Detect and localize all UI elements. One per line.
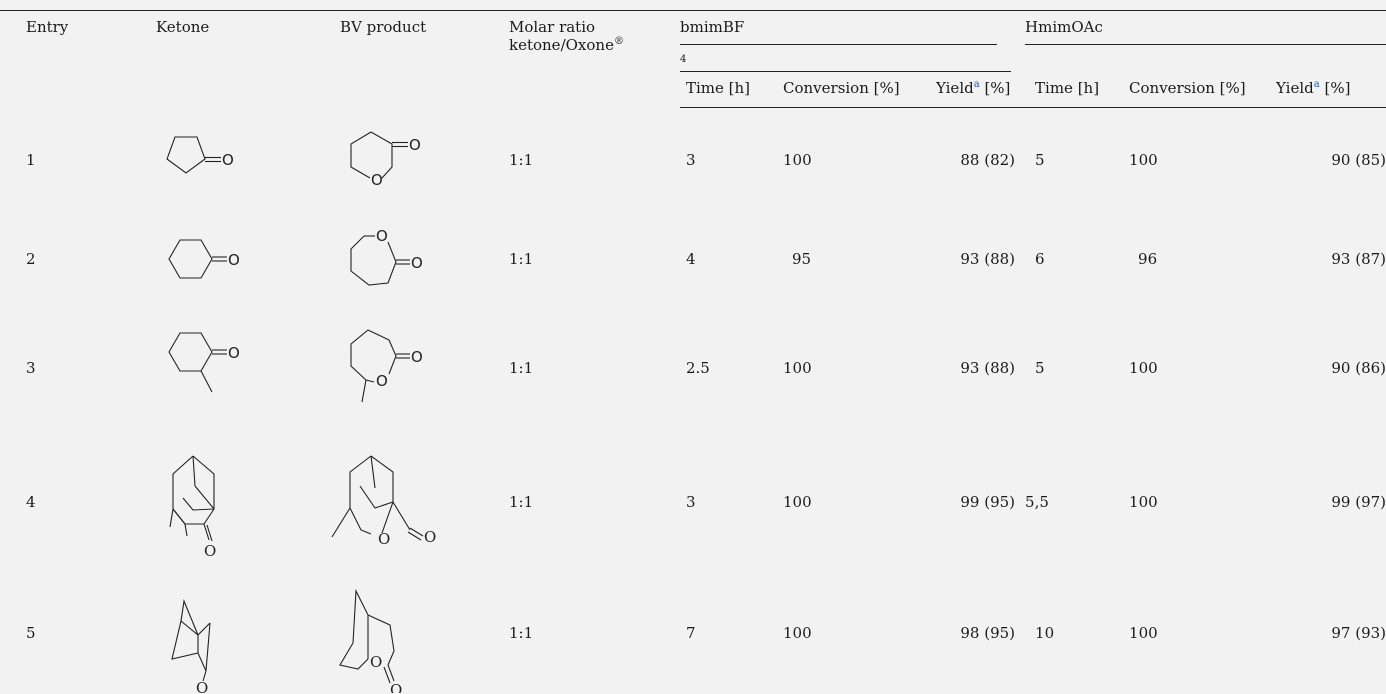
yield-2-cell: 97 (93) <box>1331 624 1386 642</box>
conversion-2-cell: 100 <box>1129 624 1158 642</box>
header-yield-2: Yielda [%] <box>1276 72 1386 108</box>
ketone-cell: O <box>118 108 298 213</box>
epsilon-caprolactone-structure: O O <box>350 227 423 286</box>
product-cell: O O <box>298 573 503 694</box>
yield-1-cell: 88 (82) <box>960 151 1016 170</box>
table-row: 3 O O O 1:1 2.5 <box>0 306 1386 431</box>
ketone-cell: O <box>118 213 298 306</box>
entry-cell: 4 <box>26 492 36 511</box>
ketone-cell: O <box>118 573 298 694</box>
table-row: 4 O <box>0 431 1386 573</box>
time-2-cell: 6 <box>1035 250 1045 268</box>
yield-1-cell: 93 (88) <box>960 359 1016 377</box>
conversion-1-cell: 100 <box>783 492 812 511</box>
entry-cell: 1 <box>26 151 36 169</box>
svg-text:O: O <box>370 653 382 671</box>
conversion-2-cell: 100 <box>1129 359 1158 377</box>
2-methylcyclohexanone-structure: O <box>168 332 240 393</box>
svg-text:O: O <box>411 348 423 366</box>
yield-2-cell: 93 (87) <box>1331 250 1386 268</box>
yield-2-cell: 99 (97) <box>1331 492 1386 511</box>
delta-valerolactone-structure: O O <box>350 131 421 189</box>
header-molar-ratio: Molar ratio ketone/Oxone® <box>509 18 624 54</box>
time-1-cell: 3 <box>686 492 696 511</box>
entry-cell: 5 <box>26 624 36 642</box>
norcamphor-structure: O <box>171 598 211 693</box>
conversion-1-cell: 100 <box>783 151 812 170</box>
product-cell: O O <box>298 431 503 573</box>
header-yield-1: Yielda [%] <box>922 72 1026 108</box>
entry-cell: 2 <box>26 250 36 268</box>
svg-text:O: O <box>228 251 240 269</box>
time-1-cell: 3 <box>686 151 696 170</box>
results-table: Entry Ketone BV product Molar ratio keto… <box>0 11 1386 694</box>
svg-text:O: O <box>222 151 234 169</box>
cyclopentanone-structure: O <box>166 136 234 174</box>
conversion-2-cell: 96 <box>1138 250 1158 268</box>
svg-text:O: O <box>371 171 383 189</box>
entry-cell: 3 <box>26 359 36 377</box>
svg-text:O: O <box>378 530 390 548</box>
time-1-cell: 7 <box>686 624 696 642</box>
time-2-cell: 5 <box>1035 359 1045 377</box>
cyclohexanone-structure: O <box>168 239 240 279</box>
time-2-cell: 5,5 <box>1025 492 1049 511</box>
yield-1-cell: 99 (95) <box>960 492 1016 511</box>
yield-2-cell: 90 (85) <box>1331 151 1386 170</box>
yield-2-cell: 90 (86) <box>1331 359 1386 377</box>
bicyclic-lactone-structure: O O <box>339 588 402 693</box>
table-row: 2 O O O 1:1 4 95 <box>0 213 1386 306</box>
svg-text:O: O <box>376 227 388 245</box>
caption-strip <box>0 0 1386 11</box>
ratio-cell: 1:1 <box>509 492 534 511</box>
header-group-hmimoac: HmimOAc <box>1025 11 1386 72</box>
yield-1-cell: 98 (95) <box>960 624 1016 642</box>
header-conversion-1: Conversion [%] <box>773 72 922 108</box>
svg-text:O: O <box>390 681 402 693</box>
time-1-cell: 2.5 <box>686 359 710 377</box>
ratio-cell: 1:1 <box>509 624 534 642</box>
header-conversion-2: Conversion [%] <box>1115 72 1277 108</box>
header-bv-product: BV product <box>340 18 427 36</box>
ketone-cell: O <box>118 306 298 431</box>
svg-text:O: O <box>204 542 216 560</box>
conversion-2-cell: 100 <box>1129 151 1158 170</box>
table-row: 1 O O O 1:1 3 100 88 (82) <box>0 108 1386 213</box>
ratio-cell: 1:1 <box>509 359 534 377</box>
time-1-cell: 4 <box>686 250 696 268</box>
svg-text:O: O <box>409 136 421 154</box>
conversion-2-cell: 100 <box>1129 492 1158 511</box>
product-cell: O O <box>298 213 503 306</box>
methyl-caprolactone-structure: O O <box>350 329 423 403</box>
product-cell: O O <box>298 306 503 431</box>
header-ketone: Ketone <box>156 18 210 36</box>
adamantanone-structure: O <box>169 455 216 560</box>
svg-text:O: O <box>196 679 208 693</box>
svg-text:O: O <box>376 372 388 390</box>
svg-text:O: O <box>424 528 436 546</box>
time-2-cell: 10 <box>1035 624 1055 642</box>
conversion-1-cell: 100 <box>783 359 812 377</box>
header-time-1: Time [h] <box>680 72 773 108</box>
ratio-cell: 1:1 <box>509 250 534 268</box>
conversion-1-cell: 95 <box>792 250 812 268</box>
conversion-1-cell: 100 <box>783 624 812 642</box>
table-row: 5 O O O <box>0 573 1386 694</box>
header-entry: Entry <box>26 18 69 36</box>
svg-text:O: O <box>228 344 240 362</box>
ketone-cell: O <box>118 431 298 573</box>
time-2-cell: 5 <box>1035 151 1045 170</box>
product-cell: O O <box>298 108 503 213</box>
ratio-cell: 1:1 <box>509 151 534 169</box>
header-time-2: Time [h] <box>1025 72 1116 108</box>
adamantane-lactone-structure: O O <box>331 455 436 548</box>
svg-text:O: O <box>411 254 423 272</box>
yield-1-cell: 93 (88) <box>960 250 1016 268</box>
